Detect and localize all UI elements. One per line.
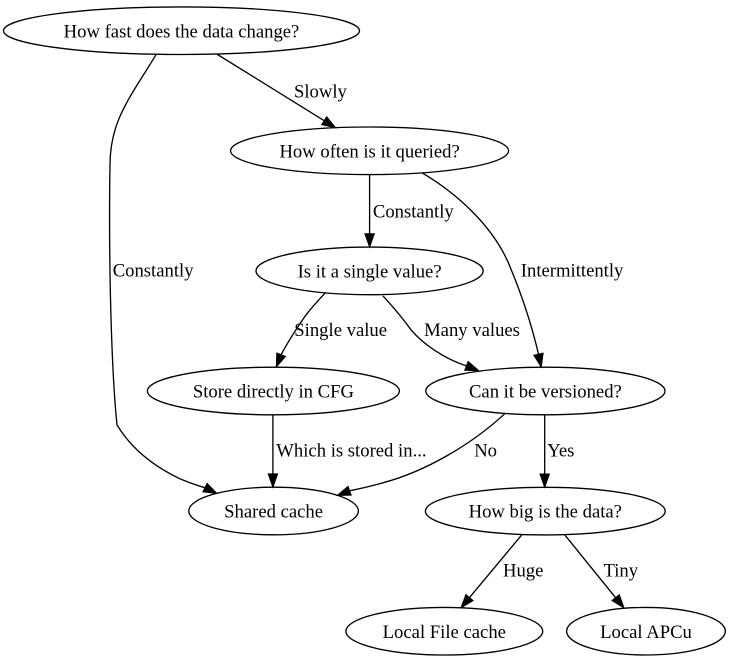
svg-text:How fast does the data change?: How fast does the data change? xyxy=(64,21,300,42)
svg-text:Local APCu: Local APCu xyxy=(600,622,692,643)
svg-text:Yes: Yes xyxy=(547,440,574,461)
svg-text:Is it a single value?: Is it a single value? xyxy=(298,262,442,283)
svg-text:Local File cache: Local File cache xyxy=(383,622,506,643)
svg-text:Store directly in CFG: Store directly in CFG xyxy=(193,382,354,403)
svg-text:Single value: Single value xyxy=(294,320,387,341)
svg-text:Can it be versioned?: Can it be versioned? xyxy=(469,382,622,403)
svg-text:How big is the data?: How big is the data? xyxy=(469,502,622,523)
svg-text:How often is it queried?: How often is it queried? xyxy=(279,141,459,162)
svg-text:Many values: Many values xyxy=(424,320,520,341)
svg-text:No: No xyxy=(474,440,497,461)
svg-text:Huge: Huge xyxy=(503,561,543,582)
svg-text:Constantly: Constantly xyxy=(113,261,195,282)
svg-text:Which is stored in...: Which is stored in... xyxy=(276,440,426,461)
svg-text:Slowly: Slowly xyxy=(294,82,348,103)
svg-text:Intermittently: Intermittently xyxy=(521,261,624,282)
svg-text:Tiny: Tiny xyxy=(604,561,639,582)
svg-text:Constantly: Constantly xyxy=(373,202,455,223)
svg-text:Shared cache: Shared cache xyxy=(224,502,323,523)
